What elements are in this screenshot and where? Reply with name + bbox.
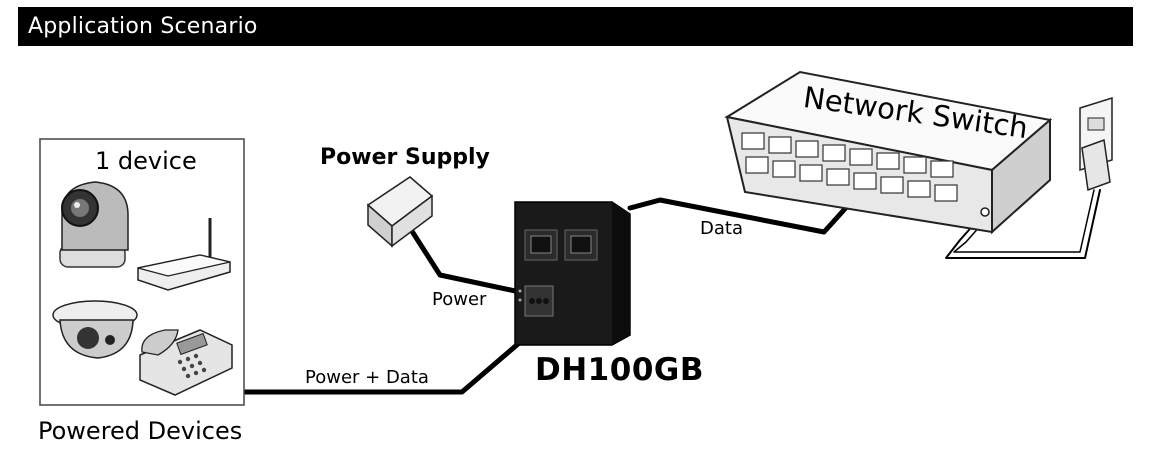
data-cable bbox=[627, 187, 865, 235]
power-data-cable bbox=[242, 329, 535, 395]
switch-power-cord-inner bbox=[953, 189, 1095, 253]
page-title: Application Scenario bbox=[28, 14, 258, 39]
power-supply-icon bbox=[366, 176, 434, 248]
device-count-label: 1 device bbox=[95, 147, 197, 175]
dome-camera-icon bbox=[52, 300, 138, 359]
powered-devices-label: Powered Devices bbox=[38, 417, 243, 445]
data-label: Data bbox=[700, 218, 743, 239]
cables bbox=[242, 187, 1101, 395]
power-label: Power bbox=[432, 289, 487, 310]
wireless-router-icon bbox=[137, 218, 231, 291]
header-bar: Application Scenario bbox=[18, 7, 1133, 46]
power-supply-label: Power Supply bbox=[320, 145, 490, 170]
model-label: DH100GB bbox=[535, 352, 704, 388]
wall-outlet-icon bbox=[1079, 96, 1113, 192]
poe-injector-icon bbox=[514, 201, 631, 346]
power-data-label: Power + Data bbox=[305, 367, 429, 388]
switch-power-cord bbox=[945, 189, 1101, 259]
power-cable bbox=[405, 222, 523, 295]
ip-phone-icon bbox=[139, 329, 233, 396]
network-switch-icon bbox=[724, 70, 1053, 235]
ip-camera-icon bbox=[59, 181, 129, 268]
